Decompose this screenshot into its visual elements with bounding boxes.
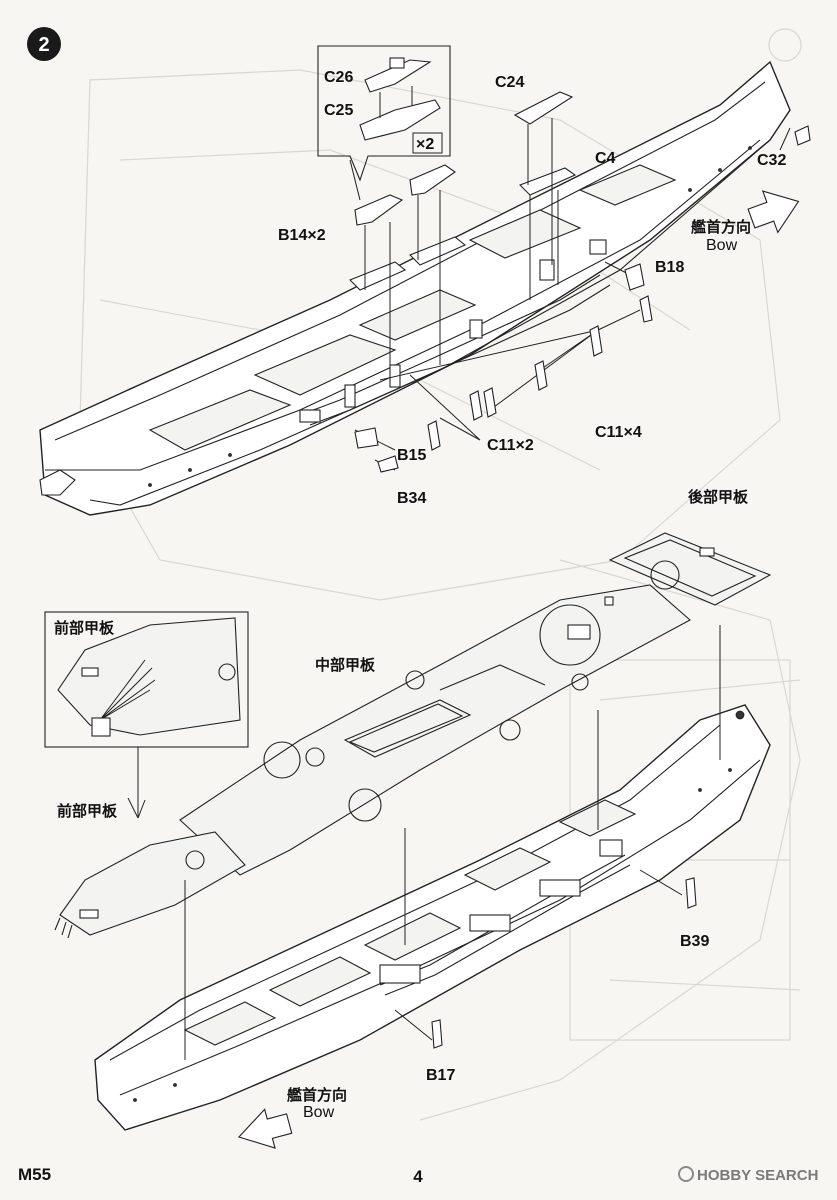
footer: M55 4 HOBBY SEARCH	[18, 1165, 818, 1186]
model-code: M55	[18, 1165, 51, 1184]
label-c24: C24	[495, 74, 524, 91]
label-b18: B18	[655, 259, 684, 276]
label-c25: C25	[324, 102, 353, 119]
label-rear-deck: 後部甲板	[687, 488, 749, 506]
small-parts-top	[354, 125, 811, 473]
label-bow-en-top: Bow	[706, 237, 738, 254]
label-b15: B15	[397, 447, 426, 464]
label-b39: B39	[680, 933, 709, 950]
bow-direction-arrow-top	[747, 190, 800, 234]
label-c4: C4	[595, 150, 616, 167]
step-badge: 2	[27, 27, 61, 61]
top-pointers	[349, 118, 791, 471]
rear-deck-part	[608, 532, 772, 606]
label-x2: ×2	[416, 136, 434, 153]
bow-direction-arrow-bottom	[237, 1108, 293, 1149]
small-parts-bottom	[431, 877, 697, 1049]
watermark: HOBBY SEARCH	[697, 1167, 818, 1184]
label-b34: B34	[397, 490, 426, 507]
part-labels: C26 C25 ×2 C24 C4 C32 艦首方向 Bow B14×2 B18…	[54, 69, 786, 1121]
mid-deck-part	[179, 584, 691, 876]
label-c32: C32	[757, 152, 786, 169]
label-front-deck: 前部甲板	[57, 802, 118, 820]
label-c11-x2: C11×2	[487, 437, 534, 454]
label-b17: B17	[426, 1067, 455, 1084]
label-front-deck-inset: 前部甲板	[54, 619, 115, 637]
front-deck-part	[54, 831, 246, 939]
label-bow-jp-top: 艦首方向	[691, 218, 751, 236]
label-c26: C26	[324, 69, 353, 86]
label-bow-jp-bottom: 艦首方向	[287, 1086, 347, 1104]
label-c11-x4: C11×4	[595, 424, 642, 441]
watermark-logo-icon	[678, 1166, 694, 1182]
label-b14: B14×2	[278, 227, 326, 244]
step-number: 2	[38, 34, 49, 56]
lifeboats	[349, 91, 577, 291]
bottom-pointers	[184, 625, 721, 1060]
label-mid-deck: 中部甲板	[315, 656, 376, 674]
front-deck-inset-box	[44, 611, 249, 819]
label-bow-en-bottom: Bow	[303, 1104, 335, 1121]
bottom-hull	[94, 704, 771, 1131]
boat-inset-box	[317, 45, 451, 182]
page-number: 4	[413, 1167, 423, 1186]
